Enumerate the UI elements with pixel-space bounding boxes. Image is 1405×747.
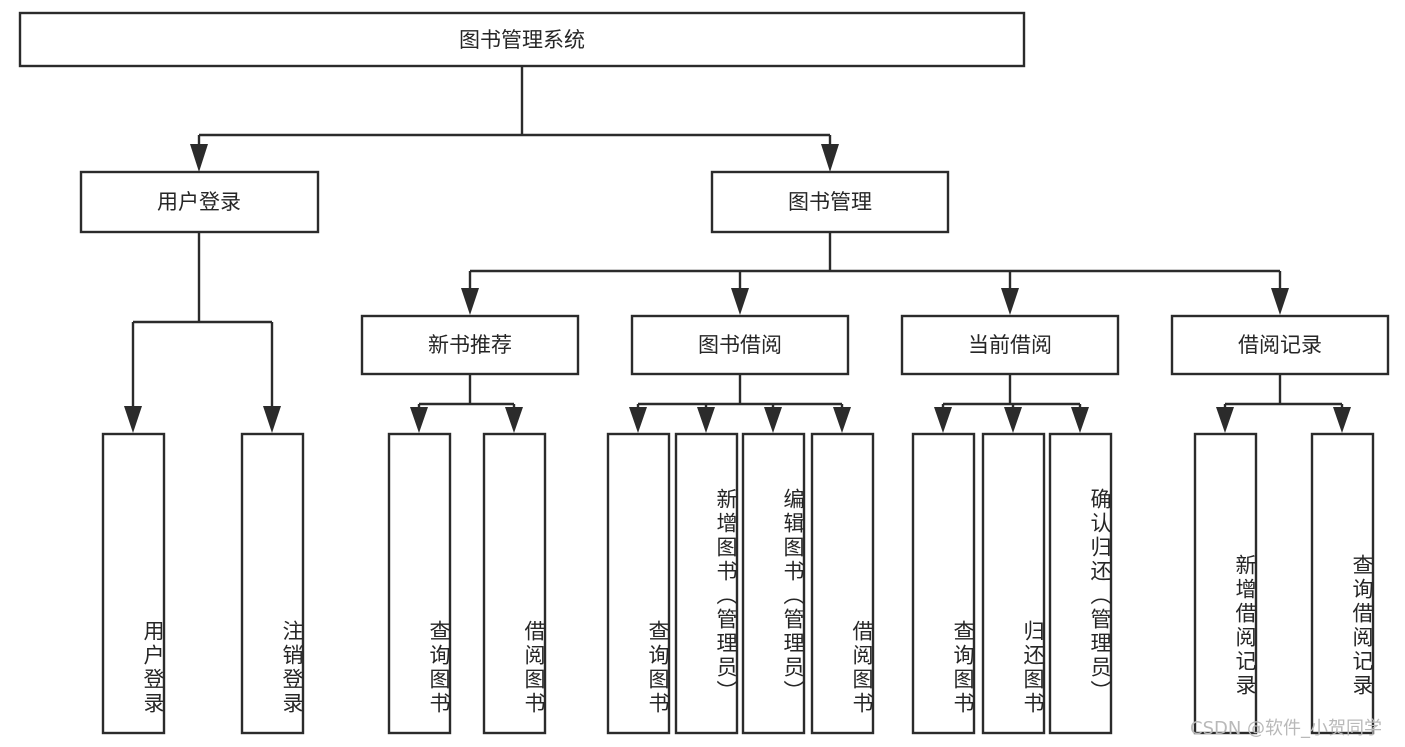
arrow-leaf-query-record: [1333, 407, 1351, 433]
node-box-leaf-user-login[interactable]: [101, 432, 166, 735]
arrow-leaf-query-book-3: [934, 407, 952, 433]
arrow-borrow-record: [1271, 288, 1289, 315]
node-box-user-login[interactable]: [79, 170, 320, 234]
node-box-leaf-add-book[interactable]: [674, 432, 739, 735]
node-box-leaf-confirm-return[interactable]: [1048, 432, 1113, 735]
arrow-new-book-rec: [461, 288, 479, 315]
arrow-leaf-logout: [263, 406, 281, 433]
arrow-book-borrow: [731, 288, 749, 315]
node-label-book-manage: 图书管理: [788, 190, 872, 214]
node-box-leaf-logout[interactable]: [240, 432, 305, 735]
node-label-user-login: 用户登录: [157, 190, 241, 214]
node-label-current-borrow: 当前借阅: [968, 333, 1052, 357]
node-box-root[interactable]: [18, 11, 1026, 68]
node-box-leaf-return-book[interactable]: [981, 432, 1046, 735]
arrow-leaf-confirm-return: [1071, 407, 1089, 433]
node-box-book-borrow[interactable]: [630, 314, 850, 376]
node-box-leaf-borrow-book-2[interactable]: [810, 432, 875, 735]
node-box-current-borrow[interactable]: [900, 314, 1120, 376]
watermark-text: CSDN @软件_小贺同学: [1190, 718, 1383, 739]
arrow-user-login: [190, 144, 208, 172]
arrow-leaf-query-book-1: [410, 407, 428, 433]
node-box-leaf-query-record[interactable]: [1310, 432, 1375, 735]
node-box-borrow-record[interactable]: [1170, 314, 1390, 376]
node-label-new-book-rec: 新书推荐: [428, 333, 512, 357]
node-box-leaf-query-book-1[interactable]: [387, 432, 452, 735]
node-label-root: 图书管理系统: [459, 28, 585, 52]
arrow-leaf-add-book: [697, 407, 715, 433]
node-box-leaf-query-book-3[interactable]: [911, 432, 976, 735]
node-box-leaf-edit-book[interactable]: [741, 432, 806, 735]
node-box-leaf-borrow-book-1[interactable]: [482, 432, 547, 735]
arrow-book-manage: [821, 144, 839, 172]
connector-layer: [124, 66, 1351, 433]
node-layer: 图书管理系统 用户登录 图书管理 新书推荐 图书借阅 当前借阅 借阅记录: [18, 11, 1390, 735]
arrow-leaf-user-login: [124, 406, 142, 433]
arrow-leaf-return-book: [1004, 407, 1022, 433]
node-label-borrow-record: 借阅记录: [1238, 333, 1322, 357]
arrow-leaf-edit-book: [764, 407, 782, 433]
node-box-leaf-query-book-2[interactable]: [606, 432, 671, 735]
arrow-current-borrow: [1001, 288, 1019, 315]
node-box-new-book-rec[interactable]: [360, 314, 580, 376]
arrow-leaf-query-book-2: [629, 407, 647, 433]
arrow-leaf-add-record: [1216, 407, 1234, 433]
node-box-book-manage[interactable]: [710, 170, 950, 234]
node-box-leaf-add-record[interactable]: [1193, 432, 1258, 735]
arrow-leaf-borrow-book-2: [833, 407, 851, 433]
arrow-leaf-borrow-book-1: [505, 407, 523, 433]
node-label-book-borrow: 图书借阅: [698, 333, 782, 357]
